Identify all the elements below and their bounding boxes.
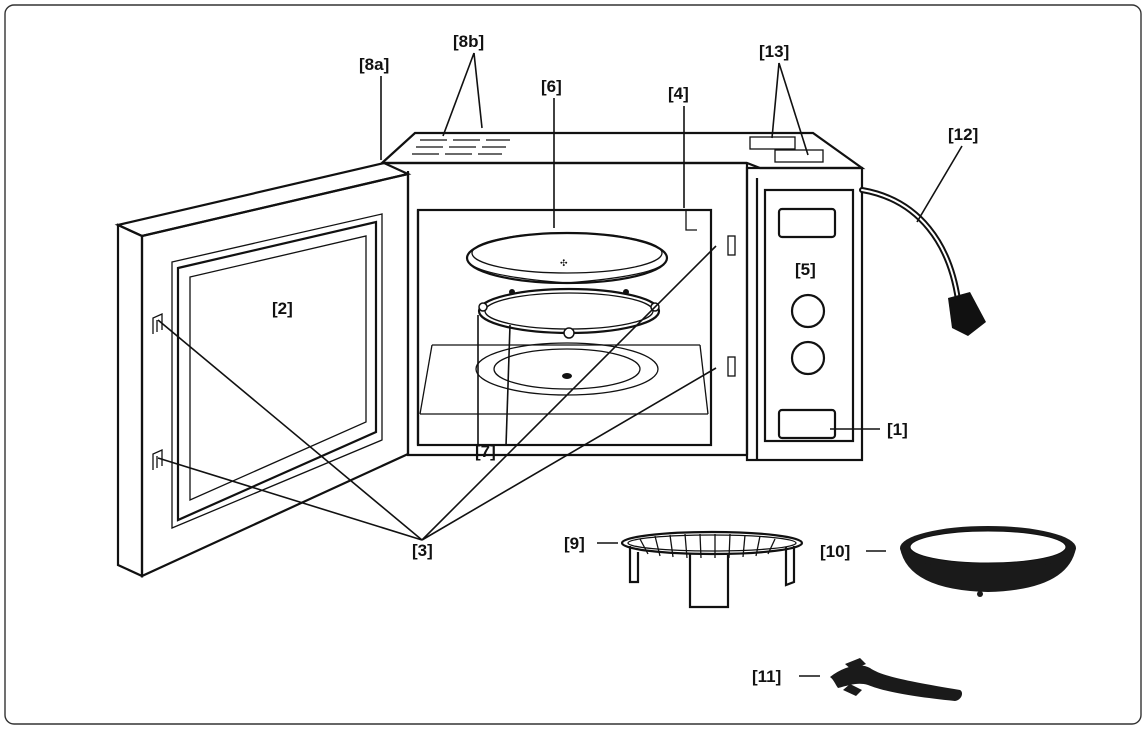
power-cord [859, 187, 986, 336]
leader-lines [157, 52, 963, 677]
dial-bottom-icon [790, 340, 826, 376]
latch-slot-top [727, 235, 736, 256]
label-6: [6] [541, 77, 562, 96]
label-2: [2] [272, 299, 293, 318]
grill-rack [620, 530, 804, 609]
label-11: [11] [752, 667, 781, 686]
dial-top-icon [790, 293, 826, 329]
part-labels: [8a] [8b] [6] [4] [13] [12] [5] [2] [1] … [272, 32, 978, 686]
diagram-frame [4, 4, 1142, 725]
turntable-plate: ✣ [465, 231, 669, 285]
label-3: [3] [412, 541, 433, 560]
label-8b: [8b] [453, 32, 484, 51]
crisp-pan [900, 526, 1076, 597]
top-panel-right [774, 149, 824, 163]
label-4: [4] [668, 84, 689, 103]
label-5: [5] [795, 260, 816, 279]
pan-handle [830, 658, 963, 701]
top-vents [412, 139, 510, 155]
oven-door [114, 161, 412, 578]
top-panel-left [749, 136, 796, 150]
latch-slot-bottom [727, 356, 736, 377]
control-panel [763, 188, 855, 443]
label-12: [12] [948, 125, 978, 144]
svg-text:✣: ✣ [560, 259, 568, 269]
oven-cavity [416, 208, 736, 447]
label-8a: [8a] [359, 55, 389, 74]
label-1: [1] [887, 420, 908, 439]
label-7: [7] [475, 442, 496, 461]
roller-ring [477, 287, 661, 339]
latch-hook-top-icon [152, 312, 163, 334]
label-10: [10] [820, 542, 850, 561]
door-release-button [777, 408, 837, 440]
display-window [777, 207, 837, 239]
label-13: [13] [759, 42, 789, 61]
label-9: [9] [564, 534, 585, 553]
latch-hook-bottom-icon [152, 448, 163, 470]
